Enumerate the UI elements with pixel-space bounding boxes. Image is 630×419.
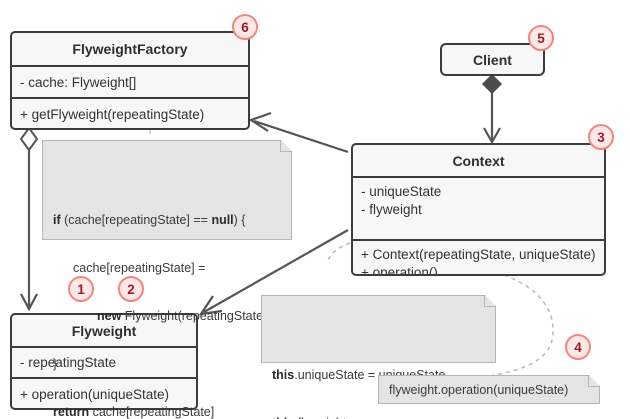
note-link-constructor: [327, 242, 351, 261]
note-fold-line: [280, 140, 292, 152]
class-flyweight-factory[interactable]: FlyweightFactory - cache: Flyweight[] + …: [10, 31, 250, 130]
class-context-attributes: - uniqueState - flyweight: [353, 176, 604, 239]
step-badge-4[interactable]: 4: [565, 334, 591, 360]
note-fold-icon: [485, 295, 496, 306]
note-context-constructor: this.uniqueState = uniqueState this.flyw…: [261, 295, 496, 419]
note-factory-code-line-4: }: [53, 357, 58, 371]
class-client[interactable]: Client: [440, 43, 545, 76]
note-operation-body-text: flyweight.operation(uniqueState): [389, 382, 569, 397]
note-factory-code-line-3: new Flyweight(repeatingState): [97, 309, 268, 323]
note-factory-code-line-5: return cache[repeatingState]: [53, 405, 215, 419]
step-badge-5[interactable]: 5: [528, 25, 554, 51]
step-badge-3[interactable]: 3: [588, 124, 614, 150]
class-context-methods: + Context(repeatingState, uniqueState) +…: [353, 239, 604, 276]
note-factory-code-line-2: cache[repeatingState] =: [73, 261, 206, 275]
note-factory-code-line-1: if (cache[repeatingState] == null) {: [53, 213, 246, 227]
note-fold-icon: [589, 375, 600, 386]
step-badge-6[interactable]: 6: [232, 14, 258, 40]
class-context-attribute-unique-state: - uniqueState: [361, 184, 442, 199]
class-context-title: Context: [452, 152, 505, 169]
class-flyweight-factory-method: + getFlyweight(repeatingState): [12, 97, 248, 128]
class-flyweight-factory-attribute: - cache: Flyweight[]: [12, 65, 248, 97]
aggregation-factory-to-flyweight: [19, 126, 39, 312]
composition-client-to-context: [481, 73, 503, 145]
note-factory-code: if (cache[repeatingState] == null) { cac…: [42, 140, 292, 419]
step-badge-2-label: 2: [127, 281, 135, 297]
step-badge-4-label: 4: [574, 339, 582, 355]
class-context-method-constructor: + Context(repeatingState, uniqueState): [361, 247, 596, 262]
note-fold-icon: [281, 140, 292, 151]
class-flyweight-method: + operation(uniqueState): [12, 377, 196, 408]
class-context[interactable]: Context - uniqueState - flyweight + Cont…: [351, 143, 606, 276]
step-badge-1-label: 1: [77, 281, 85, 297]
step-badge-3-label: 3: [597, 129, 605, 145]
step-badge-5-label: 5: [537, 30, 545, 46]
step-badge-2[interactable]: 2: [118, 276, 144, 302]
class-context-method-operation: + operation(): [361, 265, 438, 276]
class-flyweight-factory-title: FlyweightFactory: [72, 41, 188, 57]
step-badge-1[interactable]: 1: [68, 276, 94, 302]
note-operation-body: flyweight.operation(uniqueState): [378, 375, 600, 404]
note-fold-line: [484, 295, 496, 307]
note-context-constructor-line-2: this.flyweight =: [272, 415, 486, 419]
class-flyweight[interactable]: Flyweight - repeatingState + operation(u…: [10, 313, 198, 410]
note-fold-line: [588, 375, 600, 387]
class-context-attribute-flyweight: - flyweight: [361, 202, 422, 217]
class-client-title: Client: [473, 51, 512, 68]
step-badge-6-label: 6: [241, 19, 249, 35]
class-flyweight-title: Flyweight: [71, 322, 137, 339]
class-flyweight-attribute: - repeatingState: [12, 346, 196, 377]
